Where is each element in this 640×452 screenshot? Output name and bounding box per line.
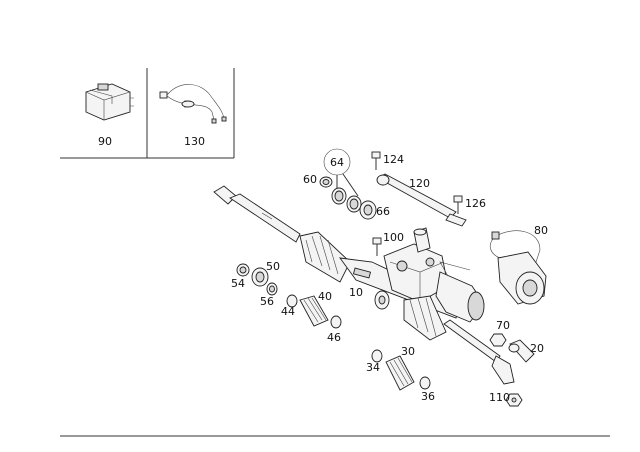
callout-44-label: 44: [281, 305, 295, 318]
electric-motor-80-icon: [489, 230, 547, 305]
callout-50-label: 50: [266, 260, 280, 273]
bushing-50-icon: [251, 267, 269, 287]
callout-10-label: 10: [349, 286, 363, 299]
callout-64-label: 64: [330, 156, 344, 169]
clamp-44-icon: [286, 294, 298, 308]
callout-30-label: 30: [401, 345, 415, 358]
bolt-124-icon: [371, 151, 381, 170]
steering-rack-icon: [213, 185, 515, 385]
tie-rod-end-20-icon: [508, 339, 535, 363]
callout-70-label: 70: [496, 319, 510, 332]
clamp-36-icon: [419, 376, 431, 390]
bolt-126-icon: [453, 195, 463, 214]
callout-124-label: 124: [383, 153, 404, 166]
shaft-120-icon: [376, 173, 467, 227]
inset-frame: [60, 68, 235, 159]
seal-54-icon: [236, 263, 250, 277]
callout-80-label: 80: [534, 224, 548, 237]
callout-66-label: 66: [376, 205, 390, 218]
callout-40-label: 40: [318, 290, 332, 303]
clamp-34-icon: [371, 349, 383, 363]
boot-30-icon: [385, 355, 415, 391]
clip-56-icon: [266, 282, 278, 296]
callout-60-label: 60: [303, 173, 317, 186]
callout-56-label: 56: [260, 295, 274, 308]
nut-110-icon: [505, 393, 523, 407]
bearing-66-icon: [359, 200, 377, 220]
callout-20-label: 20: [530, 342, 544, 355]
bolt-100-icon: [372, 237, 382, 256]
boot-40-icon: [299, 295, 329, 327]
callout-120-label: 120: [409, 177, 430, 190]
control-unit-icon: [85, 83, 134, 121]
nut-70-icon: [489, 333, 507, 347]
callout-126-label: 126: [465, 197, 486, 210]
part-130-label: 130: [184, 135, 205, 148]
callout-46-label: 46: [327, 331, 341, 344]
callout-110-label: 110: [489, 391, 510, 404]
part-90-label: 90: [98, 135, 112, 148]
ring-64-icon: [331, 187, 362, 213]
wiring-harness-icon: [159, 84, 227, 124]
callout-34-label: 34: [366, 361, 380, 374]
callout-36-label: 36: [421, 390, 435, 403]
callout-100-label: 100: [383, 231, 404, 244]
clamp-46-icon: [330, 315, 342, 329]
bushing-60-icon: [319, 176, 333, 188]
callout-54-label: 54: [231, 277, 245, 290]
